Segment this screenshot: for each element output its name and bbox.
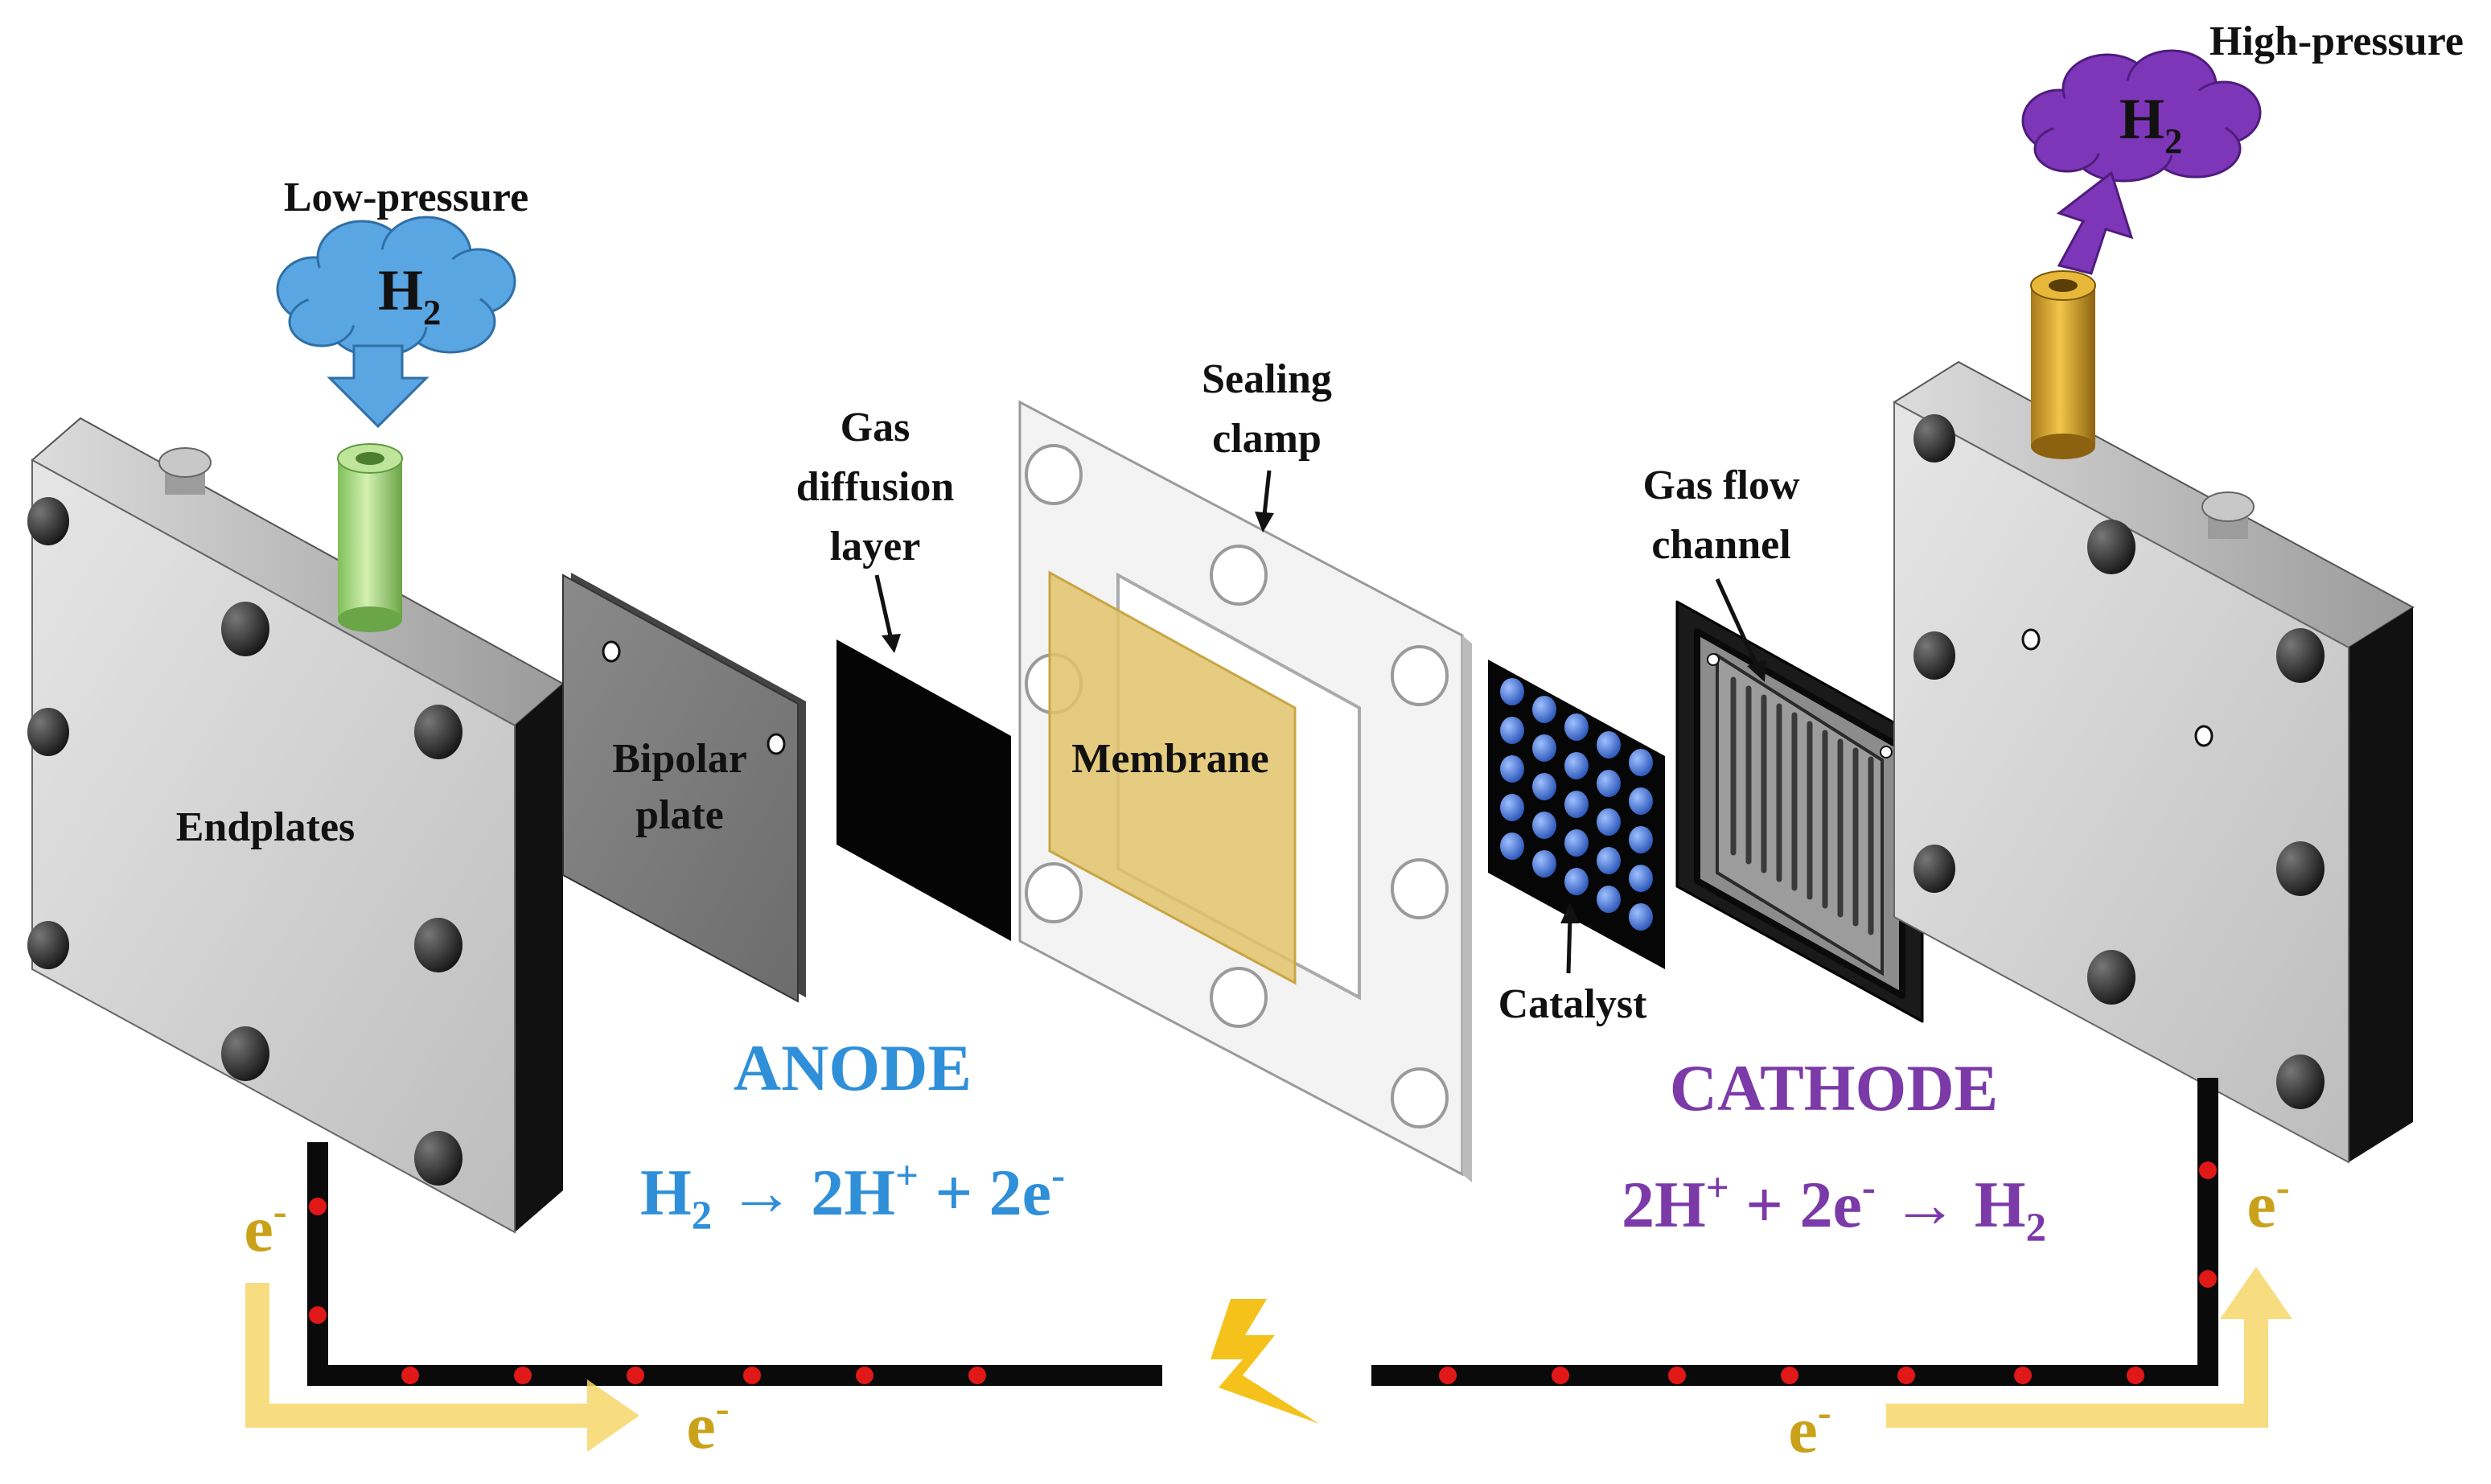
catalyst-particle (1597, 886, 1621, 913)
electron-dot (743, 1367, 761, 1384)
sealing-clamp-pointer-arrow (1255, 470, 1274, 532)
catalyst-pointer-arrow (1560, 902, 1580, 974)
electron-dot (2127, 1367, 2144, 1384)
electron-dot (1552, 1367, 1569, 1384)
gas-flow-label-line1: Gas flow (1643, 462, 1800, 508)
cathode-equation: 2H+ + 2e- → H2 (1622, 1165, 2046, 1250)
electron-dot (2199, 1161, 2217, 1179)
catalyst-particle (1564, 868, 1589, 895)
electron-dot (2014, 1367, 2032, 1384)
catalyst-label: Catalyst (1498, 981, 1648, 1027)
electron-dot (2199, 1270, 2217, 1288)
gdl-label-line2: diffusion (796, 464, 955, 510)
anode-electron-flow-arrow (245, 1283, 639, 1452)
flow-channel-grooves (1730, 676, 1874, 935)
high-h2-text: H2 (2119, 87, 2182, 161)
gas-flow-pointer-arrow (1715, 578, 1766, 682)
electron-dot (514, 1367, 532, 1384)
bipolar-plate-label-line2: plate (635, 792, 724, 838)
low-pressure-h2-cloud-icon: H2 (276, 216, 516, 358)
catalyst-particle (1532, 734, 1556, 762)
catalyst-particle (1532, 773, 1556, 800)
high-pressure-label: High-pressure (2209, 18, 2464, 64)
electron-dot (1668, 1367, 1686, 1384)
electron-dot (627, 1367, 644, 1384)
gas-flow-label-line2: channel (1651, 522, 1790, 568)
catalyst-particle (1532, 812, 1556, 839)
anode-title: ANODE (734, 1031, 972, 1104)
catalyst-particle (1597, 808, 1621, 836)
cathode-title: CATHODE (1670, 1051, 1999, 1124)
cathode-electron-flow-arrow (1886, 1267, 2292, 1428)
catalyst-particle (1500, 832, 1524, 860)
electron-label-anode-top: e- (244, 1189, 286, 1265)
sealing-clamp-label-line2: clamp (1212, 416, 1322, 462)
gas-flow-channel-plate (1675, 600, 1924, 1023)
electron-label-anode-bottom: e- (686, 1386, 729, 1462)
catalyst-particle (1500, 794, 1524, 821)
anode-equation: H2 → 2H+ + 2e- (640, 1153, 1065, 1238)
high-pressure-h2-cloud-icon: H2 (2021, 49, 2262, 183)
electron-dots (309, 1161, 2217, 1384)
catalyst-particle (1597, 770, 1621, 797)
green-inlet-tube (337, 443, 403, 632)
catalyst-particle (1500, 717, 1524, 744)
catalyst-particle (1629, 749, 1653, 776)
catalyst-particle (1629, 787, 1653, 815)
catalyst-particle (1500, 678, 1524, 705)
gas-diffusion-layer (836, 639, 1011, 941)
bipolar-plate (562, 573, 806, 1003)
high-pressure-outflow-arrow (2056, 171, 2134, 275)
sealing-clamp-label-line1: Sealing (1202, 356, 1332, 402)
electron-dot (1897, 1367, 1915, 1384)
bipolar-plate-label-line1: Bipolar (612, 736, 747, 782)
electron-dot (968, 1367, 986, 1384)
catalyst-particle (1564, 791, 1589, 818)
catalyst-particle (1629, 865, 1653, 892)
electron-dot (309, 1198, 327, 1215)
left-endplate (27, 417, 565, 1234)
membrane-label: Membrane (1071, 736, 1268, 782)
electron-dot (401, 1367, 419, 1384)
membrane (1048, 570, 1297, 985)
endplates-label: Endplates (176, 804, 356, 850)
lightning-bolt-icon (1211, 1299, 1319, 1424)
catalyst-particle (1597, 731, 1621, 758)
electron-dot (309, 1306, 327, 1324)
catalyst-particle (1597, 847, 1621, 874)
catalyst-particle (1629, 826, 1653, 853)
catalyst-particle (1532, 850, 1556, 878)
gdl-label-line1: Gas (841, 405, 910, 450)
electron-dot (856, 1367, 873, 1384)
low-pressure-label: Low-pressure (284, 175, 528, 220)
catalyst-particle (1564, 829, 1589, 857)
hex-nut-icon (158, 447, 212, 495)
catalyst-particle (1564, 713, 1589, 741)
electron-label-cathode-top: e- (2246, 1165, 2289, 1241)
endplate-bolt-holes (27, 497, 462, 1186)
gold-outlet-tube (2030, 270, 2096, 459)
low-h2-text: H2 (378, 258, 441, 332)
electron-label-cathode-bottom: e- (1788, 1390, 1831, 1466)
right-endplate (1893, 270, 2415, 1164)
catalyst-particle (1500, 755, 1524, 783)
gdl-label-line3: layer (830, 524, 921, 569)
hex-nut-icon (2201, 491, 2255, 539)
low-pressure-inflow-arrow (327, 344, 430, 429)
gdl-pointer-arrow (874, 574, 901, 653)
electron-dot (1439, 1367, 1457, 1384)
catalyst-particle (1564, 752, 1589, 779)
catalyst-particle (1629, 903, 1653, 931)
catalyst-particle (1532, 696, 1556, 723)
electron-dot (1781, 1367, 1798, 1384)
catalyst-dots (1500, 678, 1653, 931)
